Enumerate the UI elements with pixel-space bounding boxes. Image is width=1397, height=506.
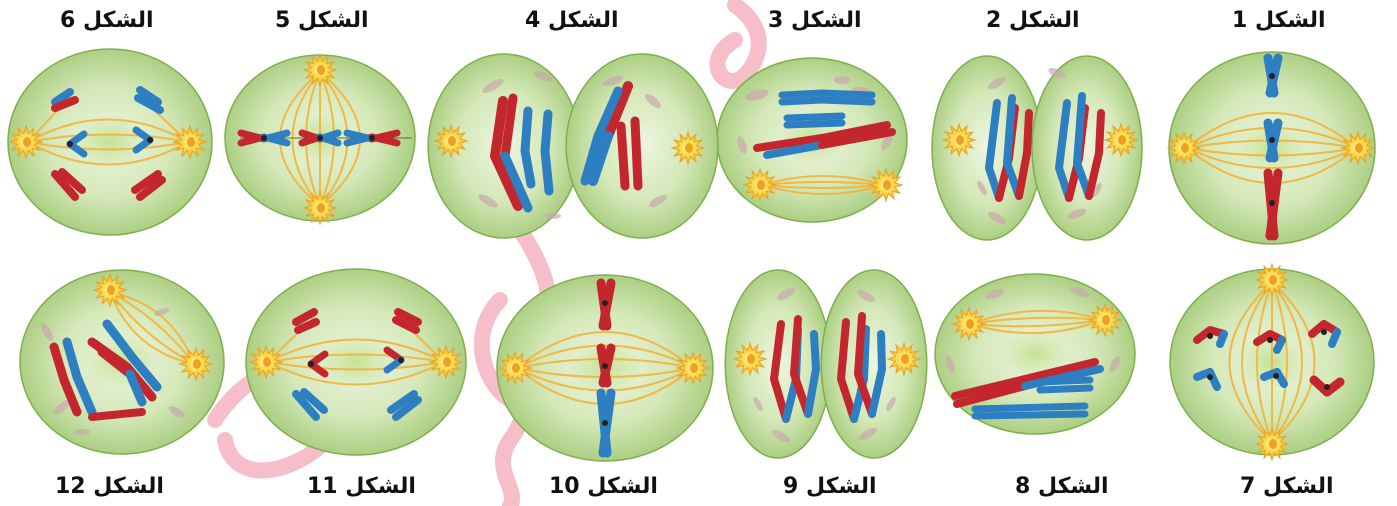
cell-figure-7 <box>1170 264 1374 460</box>
centromere <box>602 363 608 369</box>
chromosome <box>525 151 531 184</box>
chromosome <box>782 93 822 95</box>
chromosome <box>545 114 548 151</box>
vesicle <box>74 429 90 435</box>
cell-figure-5 <box>225 54 415 224</box>
chromosome <box>975 414 1085 416</box>
figure-label-1: الشكل 1 <box>1232 8 1326 33</box>
chromosome <box>1040 388 1090 390</box>
centromere <box>398 357 404 363</box>
figure-label-9: الشكل 9 <box>783 474 877 499</box>
chromosome <box>822 93 872 95</box>
figure-label-11: الشكل 11 <box>307 474 416 499</box>
centromere <box>67 141 73 147</box>
cell-figure-12 <box>20 270 224 454</box>
centromere <box>1273 373 1279 379</box>
centromere <box>1321 329 1327 335</box>
vesicle <box>834 76 850 84</box>
chromosome <box>1332 332 1337 344</box>
centromere <box>1207 374 1213 380</box>
cell-figure-2 <box>932 56 1142 240</box>
figure-label-7: الشكل 7 <box>1240 474 1334 499</box>
chromosome <box>782 100 822 102</box>
chromosome <box>635 121 638 186</box>
figure-label-6: الشكل 6 <box>60 8 154 33</box>
chromosome <box>787 116 842 118</box>
cell-figure-6 <box>8 49 212 235</box>
figure-label-4: الشكل 4 <box>525 8 619 33</box>
centromere <box>602 420 608 426</box>
centromere <box>1269 200 1275 206</box>
centromere <box>602 300 608 306</box>
cell-figure-9 <box>725 270 927 458</box>
figure-label-10: الشكل 10 <box>549 474 658 499</box>
chromosome <box>1220 334 1224 344</box>
centromere <box>369 135 375 141</box>
centromere <box>1267 337 1273 343</box>
centromere <box>1269 73 1275 79</box>
centromere <box>1207 333 1213 339</box>
cell-figure-8 <box>935 274 1135 434</box>
centromere <box>1269 137 1275 143</box>
figure-label-3: الشكل 3 <box>768 8 862 33</box>
figure-label-2: الشكل 2 <box>986 8 1080 33</box>
centromere <box>1324 384 1330 390</box>
centromere <box>261 135 267 141</box>
chromosome <box>975 406 1085 409</box>
chromosome <box>621 126 625 186</box>
chromosome <box>525 111 528 151</box>
figure-label-8: الشكل 8 <box>1015 474 1109 499</box>
centromere <box>317 135 323 141</box>
cell-figure-1 <box>1168 52 1375 244</box>
figure-label-5: الشكل 5 <box>275 8 369 33</box>
figure-label-12: الشكل 12 <box>55 474 164 499</box>
chromosome <box>92 412 142 417</box>
chromosome <box>545 151 549 191</box>
centromere <box>147 137 153 143</box>
cell-figure-3 <box>717 58 907 222</box>
cell-figure-10 <box>497 275 713 461</box>
cell-figure-11 <box>246 269 466 455</box>
cell-figure-4 <box>428 54 718 238</box>
chromosome <box>1040 380 1090 382</box>
chromosome <box>1277 340 1282 350</box>
chromosome <box>822 100 872 102</box>
chromosome <box>787 123 842 125</box>
vesicle <box>545 213 561 219</box>
centromere <box>308 361 314 367</box>
